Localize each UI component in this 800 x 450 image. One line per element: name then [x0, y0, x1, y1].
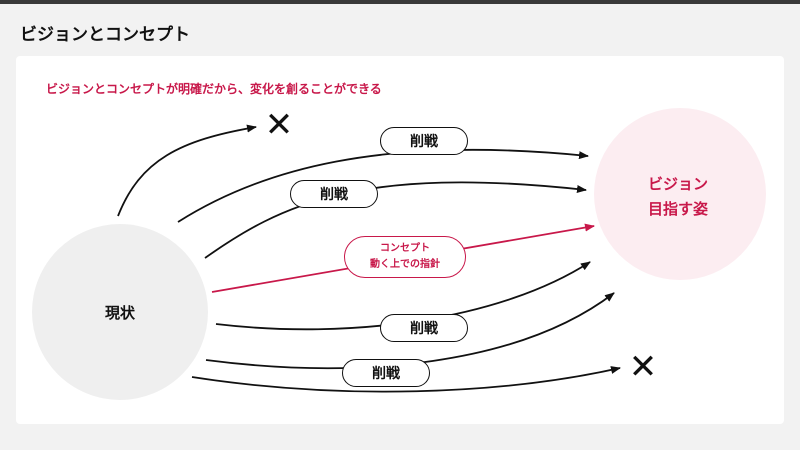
path-arrow-4 [205, 292, 615, 369]
cut-label-1: 削戦 [380, 127, 468, 155]
x-mark-icon: ✕ [264, 105, 294, 145]
concept-label-line2: 動く上での指針 [370, 259, 440, 270]
x-mark-icon: ✕ [628, 347, 658, 387]
path-arrow-1 [177, 148, 589, 223]
vision-circle [594, 108, 766, 280]
concept-label: コンセプト 動く上での指針 [344, 236, 466, 278]
current-state-circle [32, 224, 208, 400]
page-title: ビジョンとコンセプト [20, 25, 190, 45]
vision-label-line2: 目指す姿 [647, 200, 708, 218]
cut-label-2: 削戦 [290, 180, 378, 208]
vision-label: ビジョン 目指す姿 [598, 172, 758, 222]
cut-label-3: 削戦 [380, 314, 468, 342]
concept-label-line1: コンセプト [380, 243, 430, 254]
slide-subtitle: ビジョンとコンセプトが明確だから、変化を創ることができる [46, 82, 382, 96]
top-bar [0, 0, 800, 4]
path-arrow-rejected-bottom [191, 366, 621, 393]
path-arrow-rejected-top [117, 124, 257, 217]
cut-label-4: 削戦 [342, 359, 430, 387]
current-state-label: 現状 [104, 304, 135, 322]
vision-label-line1: ビジョン [647, 175, 708, 193]
